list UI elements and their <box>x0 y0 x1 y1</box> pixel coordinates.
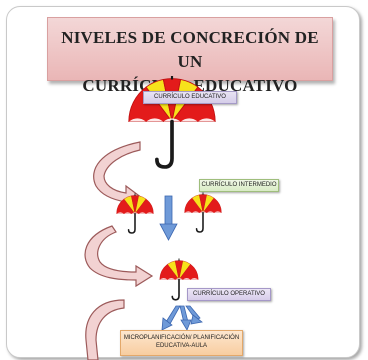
level-label-aula: MICROPLANIFICACIÓN/ PLANIFICACIÓN EDUCAT… <box>120 330 243 356</box>
level-label-intermedio: CURRÍCULO INTERMEDIO <box>199 179 279 192</box>
umbrella-icon <box>183 191 223 233</box>
slide-card: NIVELES DE CONCRECIÓN DE UN CURRÍCULO ED… <box>6 6 360 358</box>
level-label-educativo: CURRÍCULO EDUCATIVO <box>143 91 237 104</box>
curved-arrow-icon <box>84 225 154 288</box>
level-label-aula-line2: EDUCATIVA-AULA <box>155 343 208 349</box>
down-arrow-icon <box>161 305 203 331</box>
down-arrow-icon <box>159 195 178 241</box>
umbrella-icon <box>126 76 218 169</box>
level-label-operativo: CURRÍCULO OPERATIVO <box>187 288 271 301</box>
curved-arrow-icon <box>85 299 125 360</box>
level-label-aula-line1: MICROPLANIFICACIÓN/ PLANIFICACIÓN <box>123 335 240 341</box>
title-line-1: NIVELES DE CONCRECIÓN DE UN <box>61 28 319 71</box>
title-box: NIVELES DE CONCRECIÓN DE UN CURRÍCULO ED… <box>47 17 333 95</box>
